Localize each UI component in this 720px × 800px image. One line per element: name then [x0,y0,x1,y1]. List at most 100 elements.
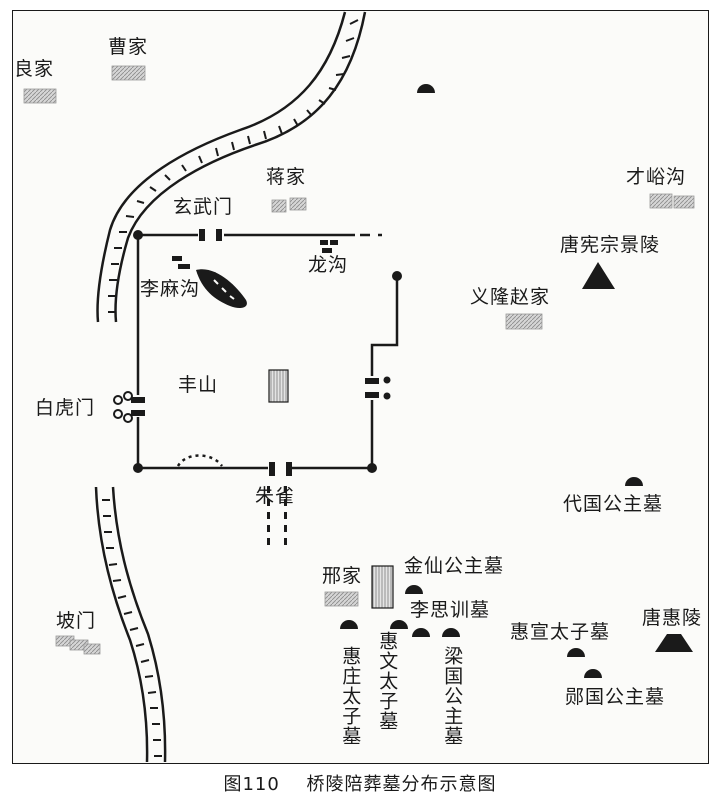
statue-mark [267,525,270,532]
village-yilong-zhaojia [505,313,543,330]
gate-stone [383,376,391,384]
precinct-walls [136,233,399,470]
label-zhuque: 朱雀 [255,485,296,507]
label-yilong-zhaojia: 义隆赵家 [470,286,551,308]
village-liangjia [23,88,57,104]
label-pomen: 坡门 [56,610,97,632]
label-limagou: 李麻沟 [140,278,201,300]
label-liangguo-gongzhu: 梁国公主墓 [441,646,464,746]
tomb-daiguo-gongzhu [625,477,643,486]
wall-east [370,276,399,468]
village-pomen [83,643,101,655]
river-lower-bank-right [111,486,167,763]
river-lower-bank-ticks [102,499,162,757]
dotted-arc [176,454,224,467]
river-upper-bank-left [96,11,347,323]
gate-tower [131,397,145,403]
village-caojia [111,65,146,81]
label-jiangjia: 蒋家 [266,166,307,188]
wall-corner-markers [133,230,402,473]
statue-mark [284,486,287,493]
sacred-way-statues [267,486,287,545]
village-xingjia [324,591,359,607]
xingjia-mound [371,565,394,609]
label-daiguo-gongzhu: 代国公主墓 [563,493,664,515]
river-upper-bank-ticks [108,19,359,313]
figure-title: 桥陵陪葬墓分布示意图 [306,774,497,795]
corner-nw [133,230,143,240]
statue-mark [267,486,270,493]
stone-mark [330,240,338,245]
figure-number: 图110 [223,774,280,795]
label-huizhuang-taizi: 惠庄太子墓 [339,646,362,746]
stone-mark [172,256,182,261]
gate-tower [365,392,379,398]
tomb-huiwen-taizi [390,620,408,629]
label-caojia: 曹家 [108,36,149,58]
statue-mark [284,499,287,506]
imperial-mausoleums [582,262,693,652]
gate-baihu-towers [113,391,145,423]
gate-east-towers [365,376,391,400]
gate-stone [113,395,123,405]
gate-stone [383,392,391,400]
label-baihumen: 白虎门 [35,397,96,419]
tomb-top [417,84,435,93]
gate-stone [113,409,123,419]
stone-mark [322,248,332,253]
river-upper-bank-right [114,11,367,323]
gate-stone [123,391,133,401]
tomb-liangguo-gongzhu [442,628,460,637]
gate-tower [286,462,292,476]
gate-xuanwu-towers [199,229,222,241]
village-jiangjia [271,199,287,213]
stone-mark [320,240,328,245]
label-jinxian-gongzhu: 金仙公主墓 [404,555,505,577]
gate-tower [131,410,145,416]
label-xingjia: 邢家 [322,565,363,587]
villages [23,65,695,655]
mounds-rectangular [268,369,394,609]
statue-mark [284,538,287,545]
gate-tower [269,462,275,476]
village-caiyugou [673,195,695,209]
label-fengshan: 丰山 [178,374,219,396]
tomb-huixuan-taizi [567,648,585,657]
gate-zhuque-towers [269,462,292,476]
mausoleum-huiling [655,634,693,652]
gate-tower [365,378,379,384]
tombs [340,84,643,678]
label-liangjia: 良家 [14,58,55,80]
statue-mark [267,499,270,506]
mausoleum-jingling [582,262,615,289]
label-xiguo-gongzhu: 郧国公主墓 [565,686,666,708]
limagou-marks [172,256,190,269]
label-li-sixun: 李思训墓 [410,599,491,621]
label-tang-xianzong: 唐宪宗景陵 [560,234,661,256]
corner-sw [133,463,143,473]
stone-mark [178,264,190,269]
tomb-li-sixun [412,628,430,637]
statue-mark [267,538,270,545]
statue-mark [267,512,270,519]
village-jiangjia [289,197,307,211]
village-caiyugou [649,193,673,209]
corner-ne [392,271,402,281]
statue-mark [284,512,287,519]
limagou-gully-texture [213,279,235,300]
gate-stone [123,413,133,423]
label-caiyugou: 才峪沟 [626,166,687,188]
label-longgou: 龙沟 [308,254,349,276]
label-huixuan-taizi: 惠宣太子墓 [510,621,611,643]
label-tang-huiling: 唐惠陵 [642,607,703,629]
corner-se [367,463,377,473]
tomb-xiguo-gongzhu [584,669,602,678]
gate-tower [216,229,222,241]
statue-mark [284,525,287,532]
tomb-jinxian-gongzhu [405,585,423,594]
river-upper [96,11,367,323]
figure-caption: 图110 桥陵陪葬墓分布示意图 [0,770,720,796]
river-lower [94,486,167,763]
gate-tower [199,229,205,241]
